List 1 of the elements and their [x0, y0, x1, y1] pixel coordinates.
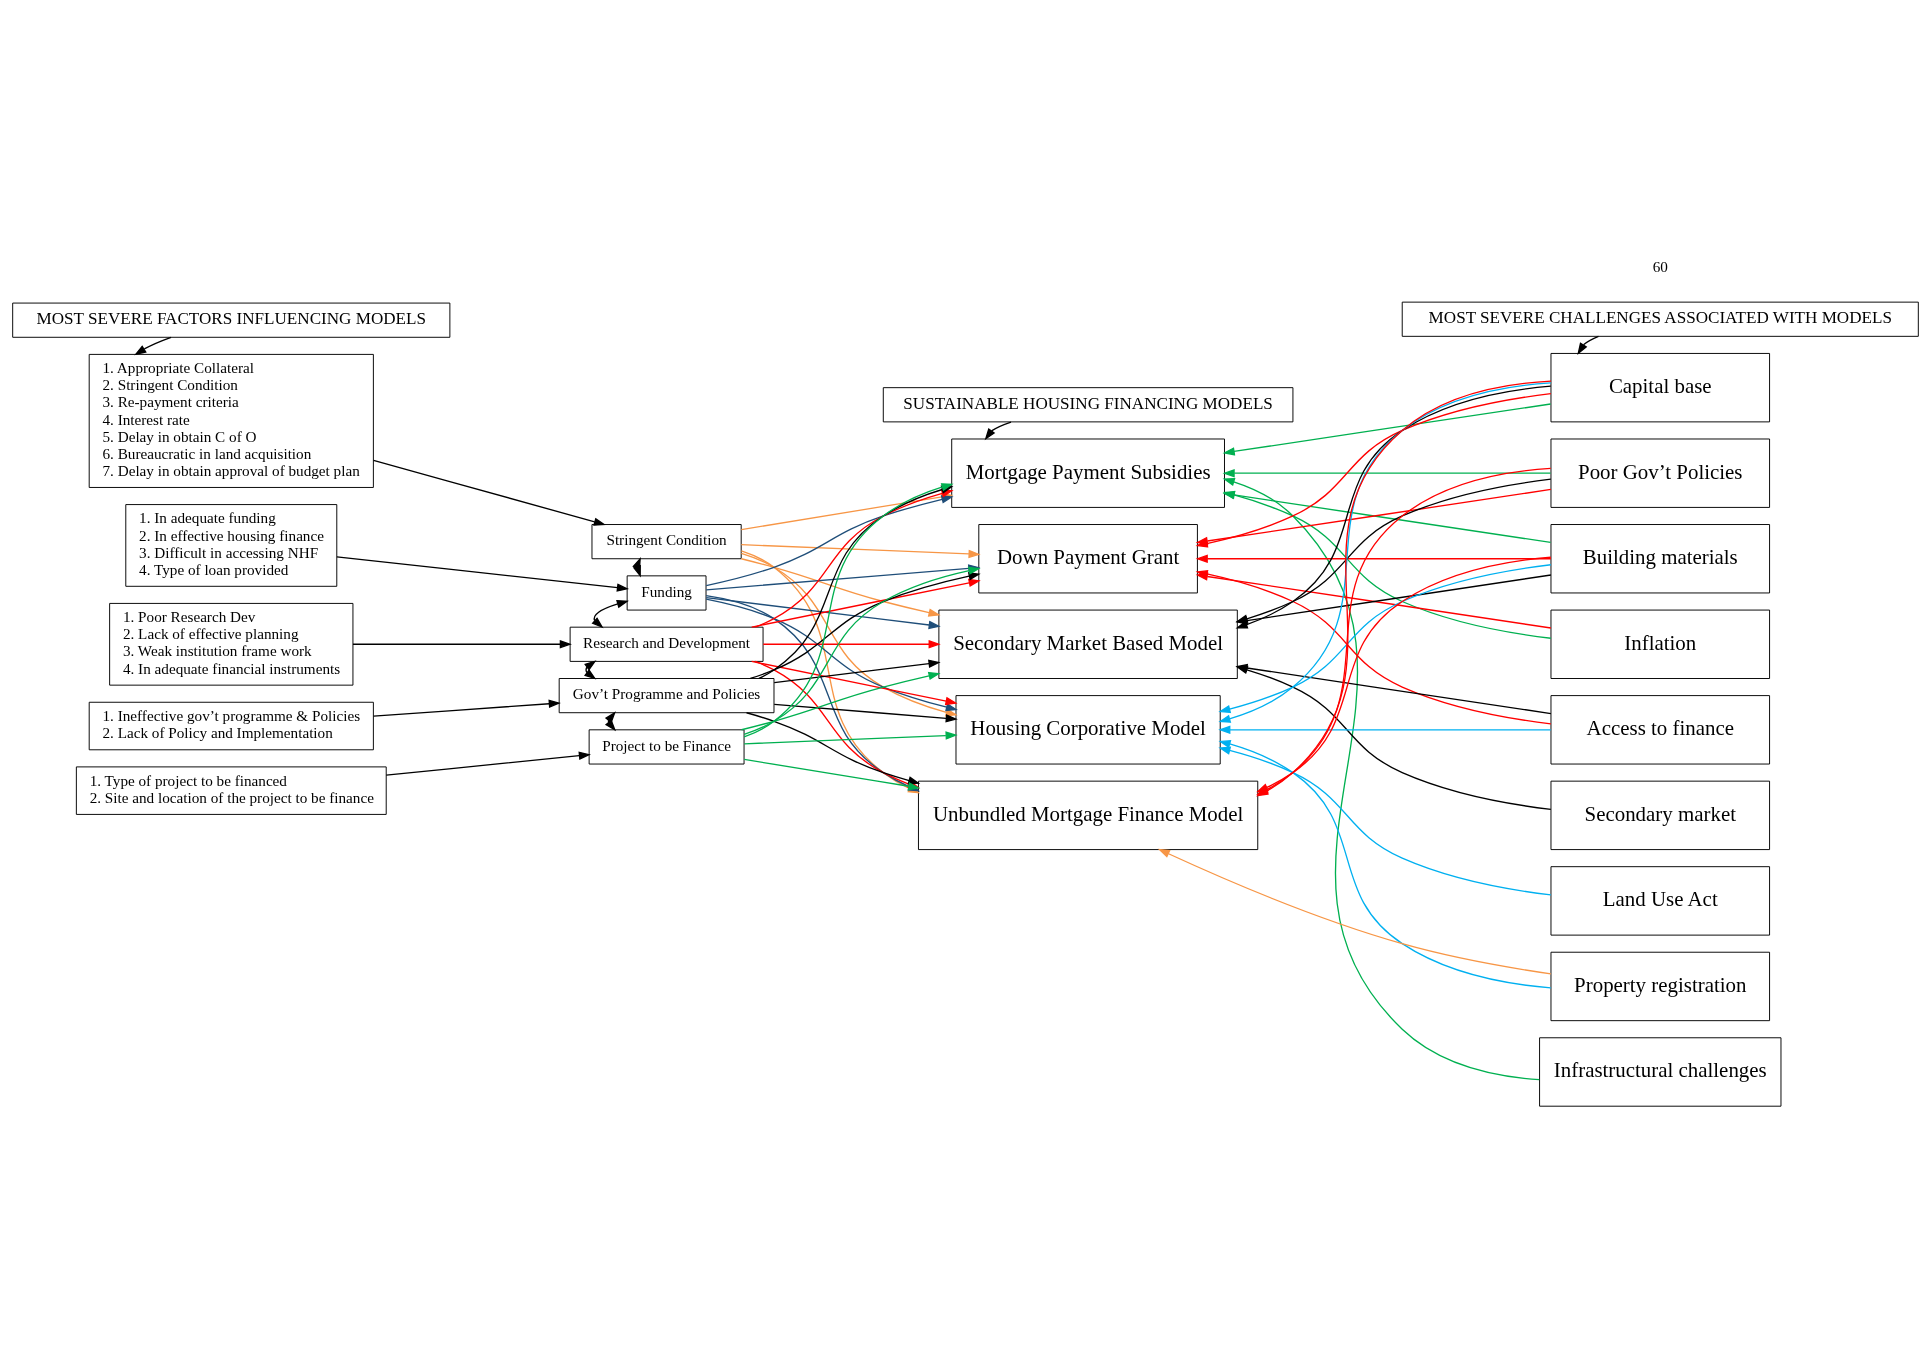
label: 60: [1652, 257, 1668, 275]
